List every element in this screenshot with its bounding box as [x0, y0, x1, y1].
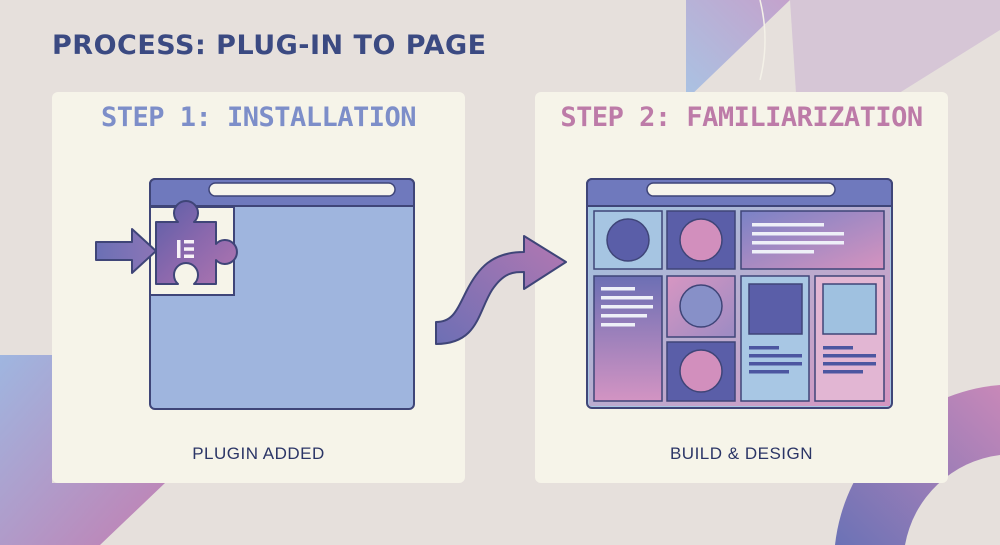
step-1-caption: PLUGIN ADDED	[192, 444, 325, 463]
step-2-address-bar	[646, 182, 836, 197]
curved-arrow-icon	[435, 235, 567, 345]
puzzle-piece-icon	[155, 200, 238, 285]
content-header-block	[740, 210, 885, 270]
step-1-address-bar	[208, 182, 396, 197]
bg-shape-bottom-left	[0, 355, 165, 545]
elementor-logo-icon	[177, 240, 194, 258]
page-title: PROCESS: PLUG-IN TO PAGE	[52, 30, 487, 61]
step-1-title: STEP 1: INSTALLATION	[100, 102, 417, 133]
step-2-title: STEP 2: FAMILIARIZATION	[560, 102, 923, 133]
right-arrow-icon	[95, 228, 157, 274]
step-2-browser-window	[586, 178, 893, 409]
content-column	[593, 275, 663, 402]
step-2-caption: BUILD & DESIGN	[669, 444, 814, 463]
